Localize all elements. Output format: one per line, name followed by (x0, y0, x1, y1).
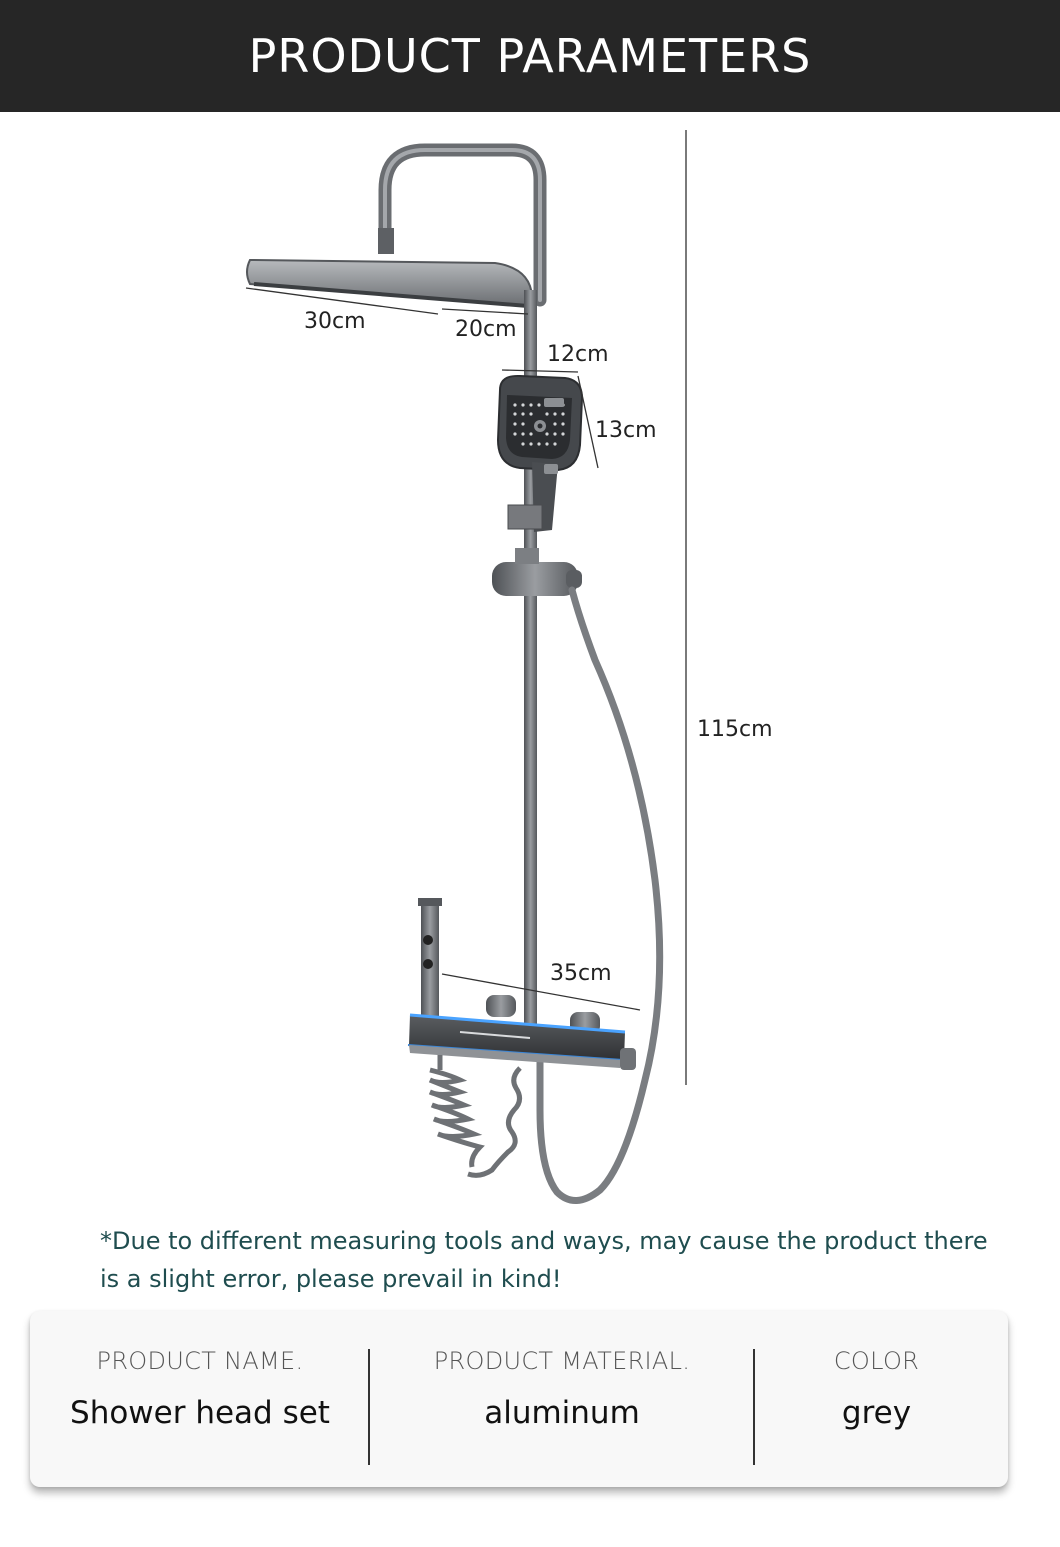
param-label: PRODUCT MATERIAL. (433, 1347, 691, 1375)
measurement-disclaimer: *Due to different measuring tools and wa… (100, 1227, 988, 1293)
dimension-lines (245, 130, 687, 1085)
slide-holder (492, 548, 582, 596)
dim-label-20cm: 20cm (455, 317, 517, 342)
dim-label-13cm: 13cm (595, 418, 657, 443)
bidet-sprayer (418, 898, 442, 1020)
param-value: aluminum (484, 1395, 640, 1431)
product-params-card: PRODUCT NAME. Shower head set PRODUCT MA… (30, 1311, 1008, 1487)
hand-shower (496, 374, 584, 532)
param-color: COLOR grey (755, 1311, 998, 1487)
mixer-valve (407, 995, 636, 1070)
param-label: PRODUCT NAME. (96, 1347, 304, 1375)
param-product-name: PRODUCT NAME. Shower head set (30, 1311, 370, 1487)
dim-label-12cm: 12cm (547, 342, 609, 367)
column-divider (753, 1349, 755, 1465)
shower-hose (536, 586, 664, 1204)
product-figure: 30cm 20cm 12cm 13cm 115cm 35cm (245, 130, 773, 1204)
page-header: PRODUCT PARAMETERS (0, 0, 1060, 112)
param-product-material: PRODUCT MATERIAL. aluminum (370, 1311, 754, 1487)
rain-shower-head (246, 143, 547, 308)
coiled-hose (428, 1055, 522, 1178)
column-divider (368, 1349, 370, 1465)
dim-label-35cm: 35cm (550, 961, 612, 986)
dim-label-30cm: 30cm (304, 309, 366, 334)
page-title: PRODUCT PARAMETERS (248, 29, 812, 83)
param-value: grey (841, 1395, 912, 1431)
param-value: Shower head set (70, 1395, 330, 1431)
param-label: COLOR (833, 1347, 920, 1375)
dim-label-115cm: 115cm (697, 717, 773, 742)
